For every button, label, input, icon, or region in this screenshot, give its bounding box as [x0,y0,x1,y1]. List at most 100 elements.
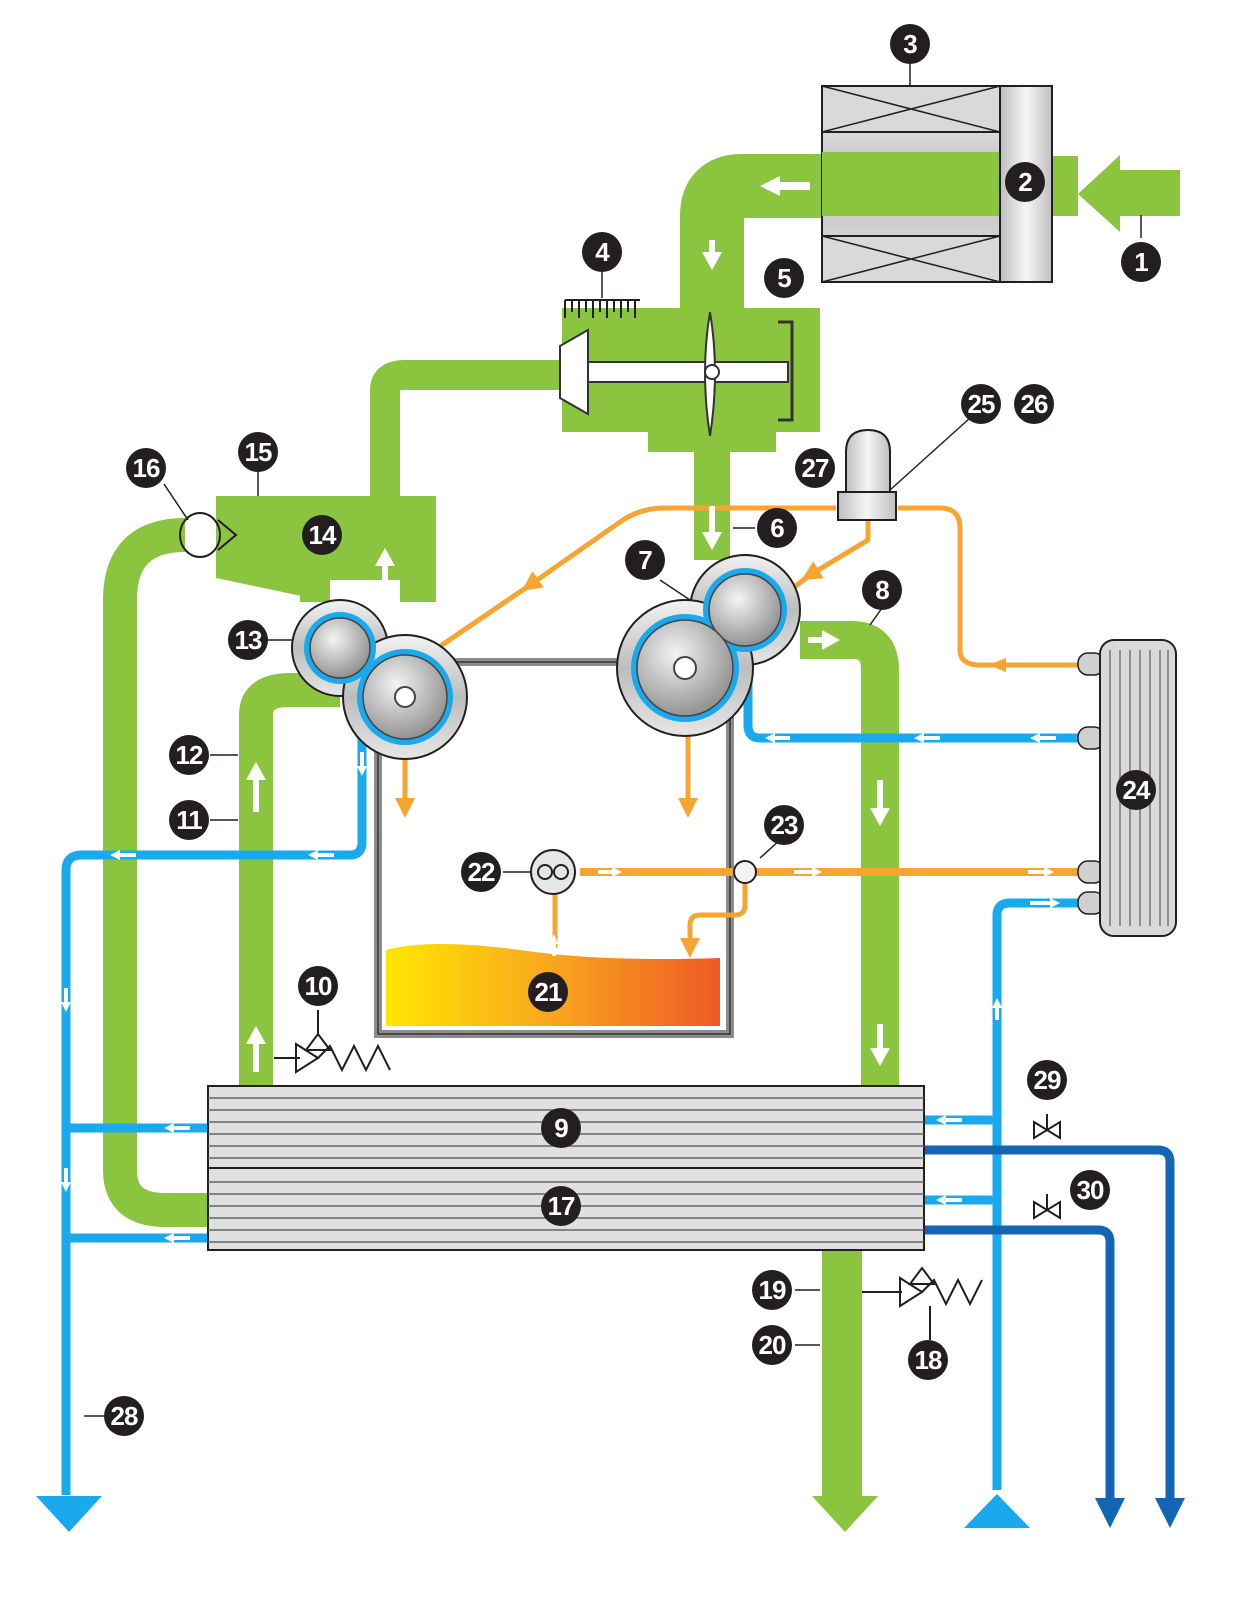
callout-label: 18 [915,1345,942,1375]
coolant-left-header [61,738,367,1495]
callout-circle [541,1108,581,1148]
callout-label: 8 [875,575,889,605]
callout-7: 7 [625,540,665,580]
callout-circle [752,1270,792,1310]
callout-circle [764,258,804,298]
callout-label: 19 [759,1275,786,1305]
callout-label: 24 [1123,775,1151,805]
callout-circle [764,805,804,845]
valve-piston [559,311,794,437]
callout-1: 1 [1121,242,1161,282]
callout-label: 11 [176,805,202,835]
callout-label: 14 [309,520,337,550]
callout-10: 10 [298,966,338,1006]
thermostatic-valve-23 [733,860,757,884]
callout-circle [1014,384,1054,424]
callout-17: 17 [541,1186,581,1226]
callout-label: 9 [554,1113,568,1143]
air-loop-pipe [103,518,215,1227]
callout-26: 26 [1014,384,1054,424]
coolant-inlet-arrow [964,1494,1030,1528]
callout-label: 16 [133,453,160,483]
callout-27: 27 [795,448,835,488]
coolant-dark-outlets [920,1145,1175,1500]
callout-16: 16 [126,448,166,488]
coolant-supply-right [992,898,1100,1490]
callout-label: 27 [802,453,829,483]
callout-circle [582,232,622,272]
callout-label: 25 [968,389,995,419]
callout-circle [238,432,278,472]
callout-6: 6 [757,508,797,548]
relief-valve-18 [862,1266,983,1340]
separator-27 [837,428,897,521]
callout-circle [169,800,209,840]
callout-label: 13 [235,625,262,655]
callout-circle [1005,162,1045,202]
callout-circle [795,448,835,488]
callout-circle [961,384,1001,424]
callout-circle [1121,242,1161,282]
callout-circle [104,1396,144,1436]
callout-19: 19 [752,1270,792,1310]
callout-circle [298,966,338,1006]
air-cooler-to-stage1-pipe [239,673,340,1086]
callout-23: 23 [764,805,804,845]
callout-label: 21 [535,977,562,1007]
check-valve-16 [179,512,238,558]
callout-2: 2 [1005,162,1045,202]
callout-label: 28 [111,1401,138,1431]
coolant-outlet-arrow [36,1496,102,1532]
callout-circle [862,570,902,610]
callout-29: 29 [1027,1060,1067,1100]
callout-circle [1070,1170,1110,1210]
air-intake-arrow [1078,155,1180,232]
callout-11: 11 [169,800,209,840]
callout-label: 6 [770,513,784,543]
callout-label: 17 [548,1191,575,1221]
callout-markers: 1234567891011121314151617181920212223242… [104,24,1161,1436]
callout-18: 18 [908,1340,948,1380]
callout-4: 4 [582,232,622,272]
air-discharge-pipe [800,621,899,1086]
callout-14: 14 [302,515,342,555]
relief-valve-10 [274,1010,391,1074]
callout-15: 15 [238,432,278,472]
callout-label: 29 [1034,1065,1061,1095]
callout-circle [890,24,930,64]
callout-25: 25 [961,384,1001,424]
callout-label: 2 [1018,167,1032,197]
callout-label: 15 [245,437,272,467]
callout-label: 10 [305,971,332,1001]
air-bypass-pipe [370,360,565,500]
oil-arrows [598,867,1054,877]
callout-21: 21 [528,972,568,1012]
callout-13: 13 [228,620,268,660]
callout-circle [1027,1060,1067,1100]
compressor-stage-1 [291,599,468,760]
filter-fins [564,299,640,318]
callout-circle [528,972,568,1012]
air-filter [821,85,1053,283]
compressor-stage-2 [616,554,801,737]
callout-circle [908,1340,948,1380]
callout-label: 23 [771,810,798,840]
callout-5: 5 [764,258,804,298]
callout-label: 7 [638,545,652,575]
air-intake-pipe [680,154,830,320]
drain-valves [1033,1114,1061,1220]
air-circuit [103,154,899,1498]
coolant-arrows [61,733,1060,1243]
callout-label: 3 [903,29,917,59]
callout-label: 5 [777,263,791,293]
callout-label: 12 [176,740,203,770]
callout-circle [625,540,665,580]
callout-label: 20 [759,1330,786,1360]
callout-12: 12 [169,735,209,775]
callout-circle [126,448,166,488]
callout-label: 1 [1134,247,1148,277]
callout-9: 9 [541,1108,581,1148]
callout-label: 30 [1077,1175,1104,1205]
